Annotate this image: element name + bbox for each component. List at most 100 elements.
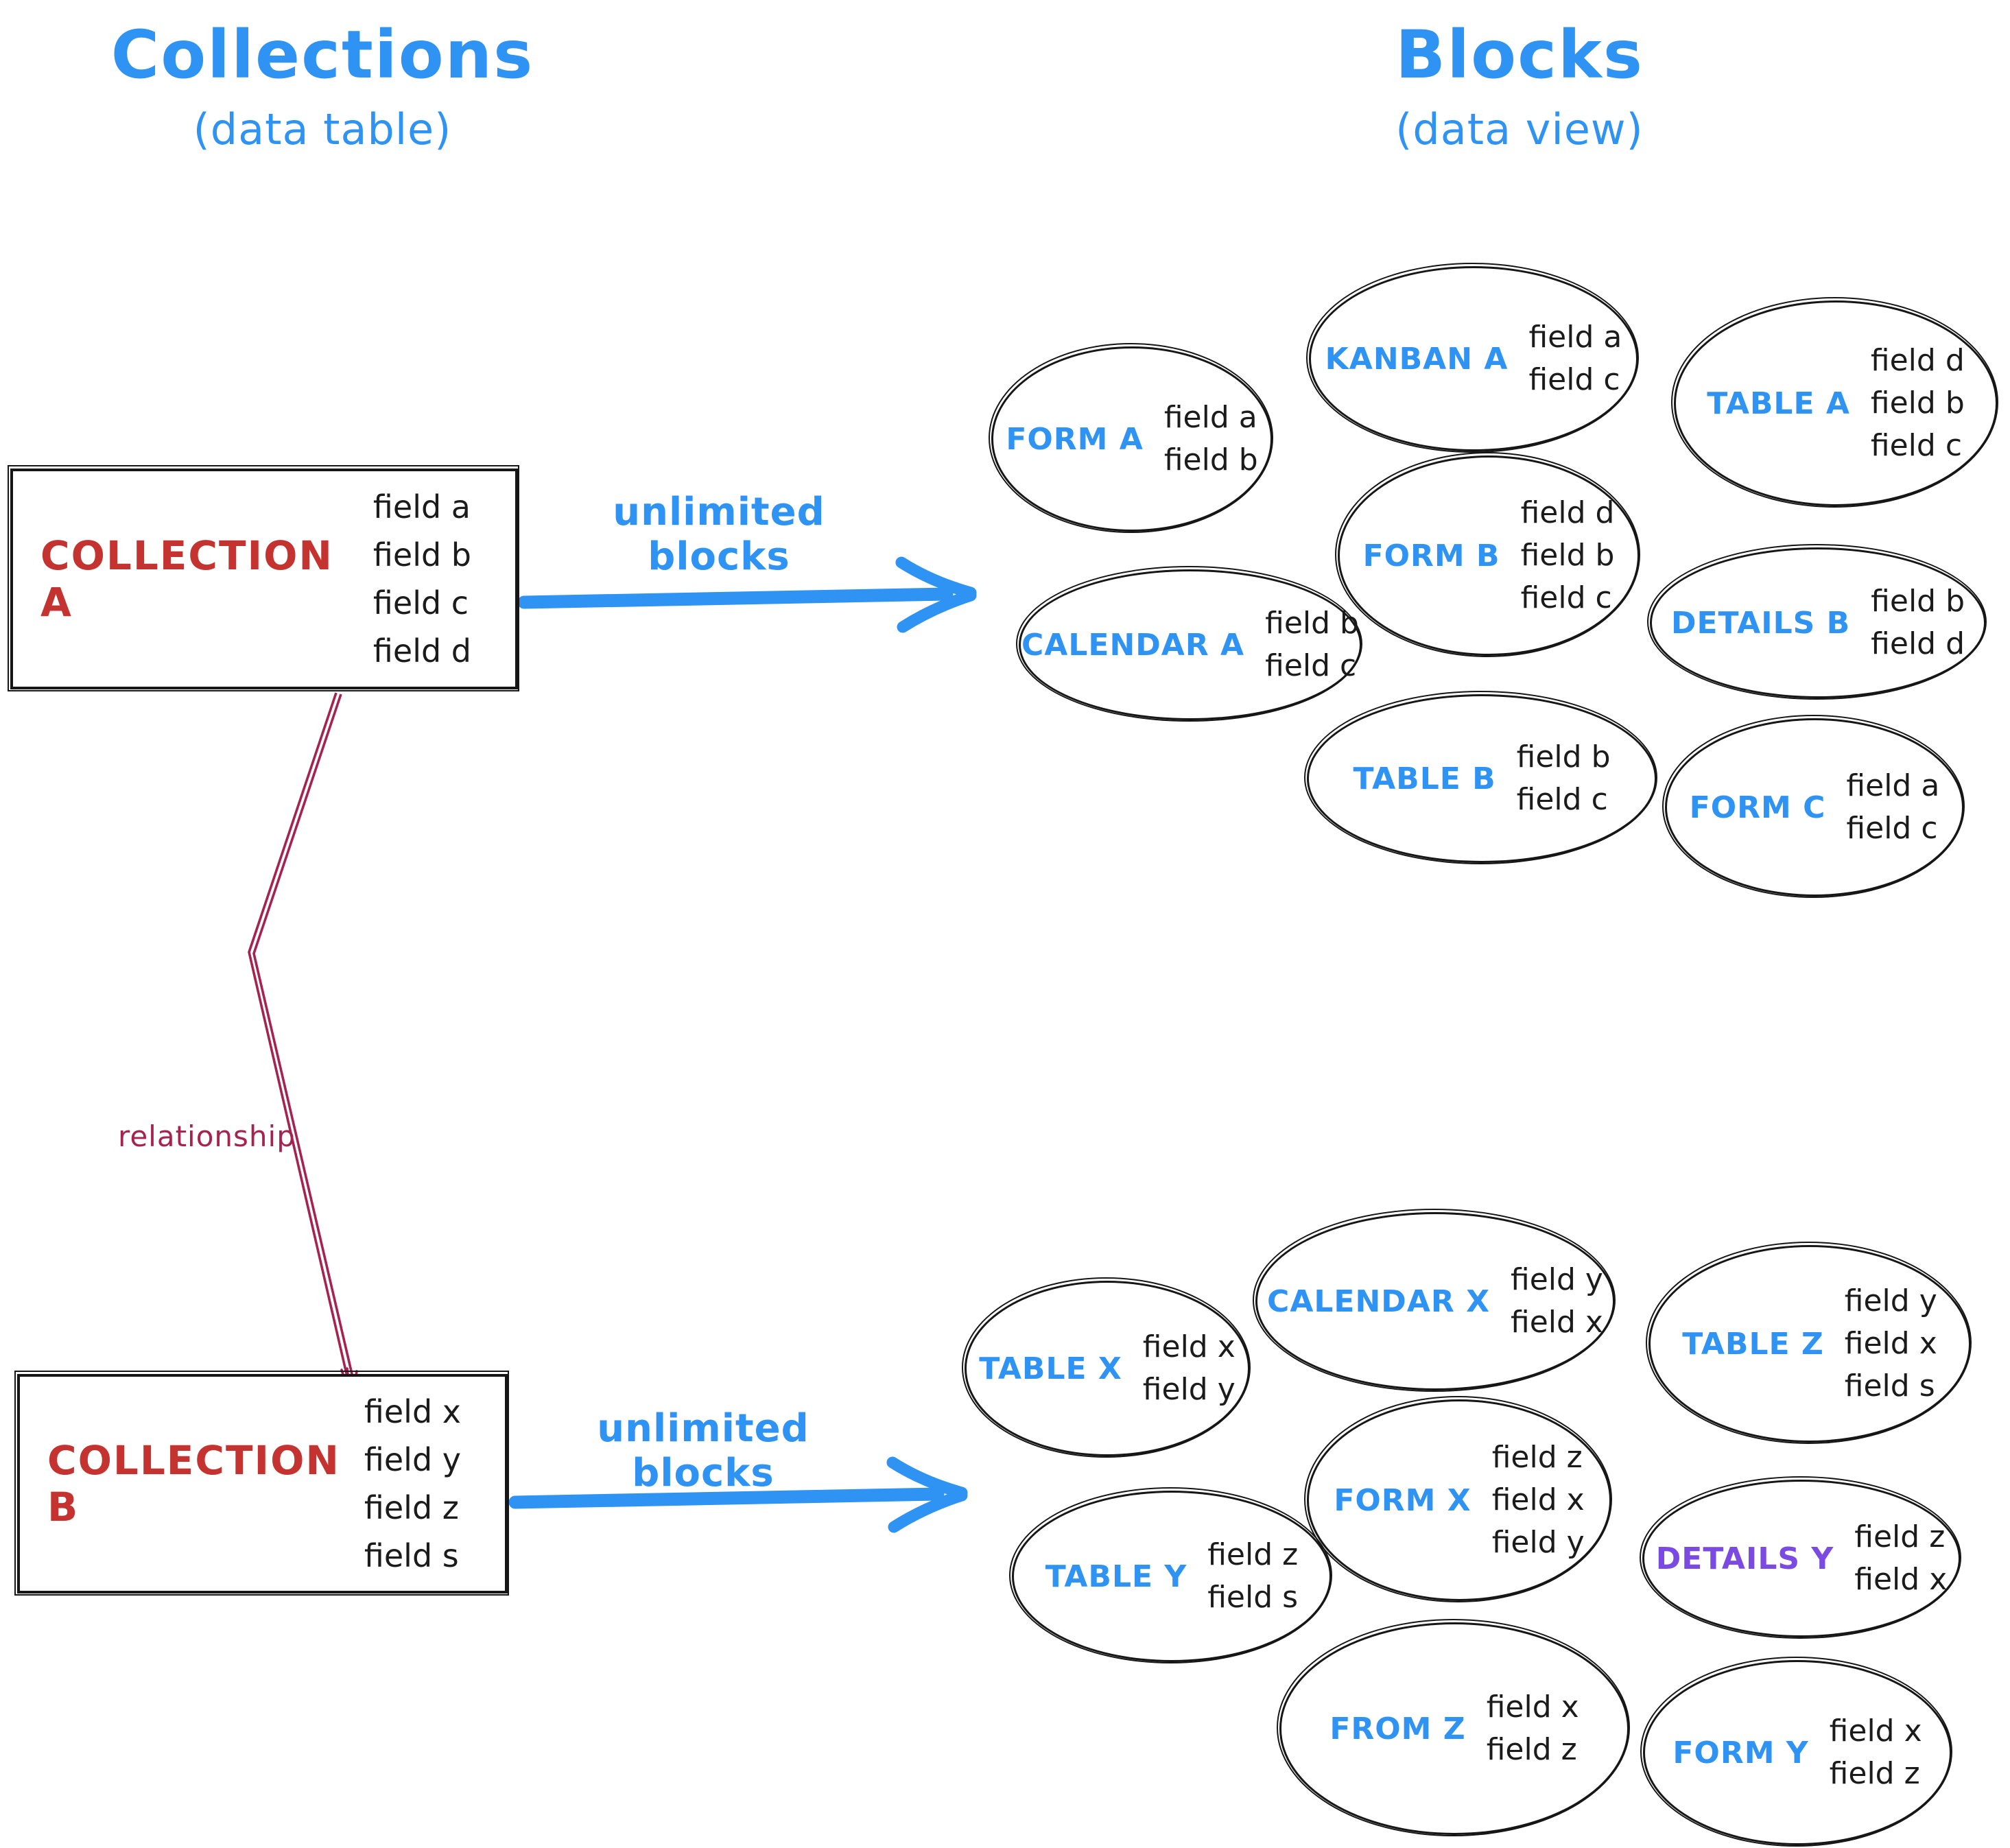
- block-label: TABLE X: [979, 1351, 1122, 1386]
- block-details-b: DETAILS B field b field d: [1647, 544, 1987, 700]
- block-label: DETAILS Y: [1655, 1541, 1834, 1576]
- block-table-x: TABLE X field x field y: [962, 1277, 1251, 1458]
- block-field: field b: [1265, 606, 1359, 641]
- block-label: FORM B: [1362, 538, 1500, 573]
- unlimited-blocks-label-bottom: unlimited blocks: [597, 1406, 809, 1495]
- block-label: FROM Z: [1329, 1711, 1466, 1746]
- block-field: field b: [1871, 584, 1965, 619]
- blocks-title-group: Blocks (data view): [1314, 16, 1725, 154]
- block-form-c: FORM C field a field c: [1662, 715, 1965, 898]
- block-field: field c: [1265, 648, 1357, 683]
- block-field: field x: [1829, 1714, 1922, 1749]
- block-label: TABLE Y: [1045, 1559, 1187, 1594]
- collection-field: field a: [373, 488, 471, 525]
- block-fields: field x field z: [1830, 1710, 1922, 1795]
- block-field: field y: [1844, 1283, 1937, 1318]
- block-label: KANBAN A: [1325, 341, 1509, 377]
- block-field: field c: [1516, 782, 1608, 817]
- block-field: field z: [1486, 1732, 1577, 1767]
- collection-b-name: COLLECTION B: [47, 1437, 340, 1530]
- unlimited-blocks-label-top: unlimited blocks: [613, 490, 825, 579]
- collection-field: field z: [364, 1489, 459, 1526]
- block-label: DETAILS B: [1670, 605, 1851, 641]
- collection-a-fields: field a field b field c field d: [373, 483, 515, 675]
- block-table-z: TABLE Z field y field x field s: [1646, 1242, 1972, 1444]
- block-field: field d: [1870, 343, 1965, 378]
- block-field: field a: [1163, 400, 1257, 435]
- block-field: field c: [1520, 580, 1612, 615]
- block-field: field b: [1520, 538, 1615, 573]
- block-field: field y: [1511, 1262, 1603, 1297]
- block-fields: field x field z: [1487, 1686, 1579, 1771]
- unlimited-blocks-arrow-bottom: [508, 1456, 968, 1533]
- block-field: field b: [1516, 739, 1611, 774]
- block-field: field x: [1854, 1562, 1948, 1597]
- block-field: field s: [1844, 1369, 1935, 1403]
- block-field: field b: [1870, 386, 1965, 420]
- unlimited-blocks-arrow-top: [517, 556, 977, 633]
- block-kanban-a: KANBAN A field a field c: [1306, 263, 1639, 453]
- block-label: FORM Y: [1672, 1735, 1809, 1770]
- block-label: FORM C: [1689, 790, 1826, 825]
- block-label: FORM A: [1006, 421, 1144, 457]
- block-field: field x: [1486, 1690, 1579, 1725]
- block-calendar-x: CALENDAR X field y field x: [1253, 1209, 1616, 1392]
- block-field: field c: [1528, 362, 1620, 397]
- collection-field: field s: [364, 1537, 459, 1574]
- collection-b-fields: field x field y field z field s: [364, 1388, 505, 1580]
- collection-a-name: COLLECTION A: [40, 532, 333, 626]
- block-fields: field d field b field c: [1521, 492, 1615, 619]
- block-fields: field b field c: [1517, 736, 1611, 821]
- block-from-z: FROM Z field x field z: [1277, 1619, 1630, 1836]
- collection-field: field y: [364, 1441, 461, 1478]
- block-fields: field x field y: [1143, 1326, 1235, 1411]
- block-label: TABLE Z: [1682, 1326, 1824, 1362]
- block-field: field s: [1207, 1580, 1299, 1615]
- block-field: field x: [1844, 1326, 1937, 1361]
- block-fields: field a field b: [1164, 396, 1258, 482]
- collection-b-box: COLLECTION B field x field y field z field s: [14, 1371, 509, 1596]
- relationship-label: relationship: [118, 1120, 296, 1153]
- blocks-subtitle: (data view): [1395, 104, 1644, 154]
- collection-field: field b: [373, 536, 471, 573]
- block-fields: field a field c: [1528, 316, 1622, 401]
- block-field: field x: [1511, 1305, 1603, 1340]
- block-fields: field b field c: [1265, 602, 1359, 687]
- block-field: field z: [1854, 1519, 1946, 1554]
- collection-field: field x: [364, 1393, 461, 1430]
- block-field: field x: [1491, 1482, 1585, 1517]
- collection-a-box: COLLECTION A field a field b field c field d: [8, 465, 519, 691]
- block-form-a: FORM A field a field b: [989, 343, 1273, 533]
- block-field: field a: [1528, 320, 1622, 355]
- block-field: field d: [1871, 626, 1965, 661]
- block-field: field c: [1846, 811, 1938, 846]
- block-label: TABLE A: [1707, 386, 1850, 421]
- block-calendar-a: CALENDAR A field b field c: [1016, 566, 1362, 722]
- block-fields: field y field x field s: [1845, 1280, 1937, 1408]
- block-field: field y: [1142, 1372, 1235, 1407]
- relationship-arrow: [248, 692, 358, 1400]
- block-form-b: FORM B field d field b field c: [1335, 452, 1640, 657]
- block-fields: field b field d: [1871, 580, 1965, 665]
- block-label: CALENDAR X: [1267, 1283, 1490, 1319]
- collection-field: field d: [373, 632, 471, 670]
- block-details-y: DETAILS Y field z field x: [1640, 1476, 1961, 1639]
- block-label: FORM X: [1334, 1482, 1471, 1518]
- collections-subtitle: (data table): [193, 104, 452, 154]
- collections-title: Collections: [110, 16, 534, 93]
- block-field: field z: [1829, 1756, 1920, 1791]
- block-field: field b: [1163, 442, 1258, 477]
- block-field: field a: [1846, 768, 1940, 803]
- block-field: field x: [1142, 1329, 1235, 1364]
- block-field: field y: [1491, 1525, 1585, 1560]
- block-label: CALENDAR A: [1021, 627, 1245, 663]
- collection-field: field c: [373, 584, 469, 621]
- block-field: field d: [1520, 495, 1615, 530]
